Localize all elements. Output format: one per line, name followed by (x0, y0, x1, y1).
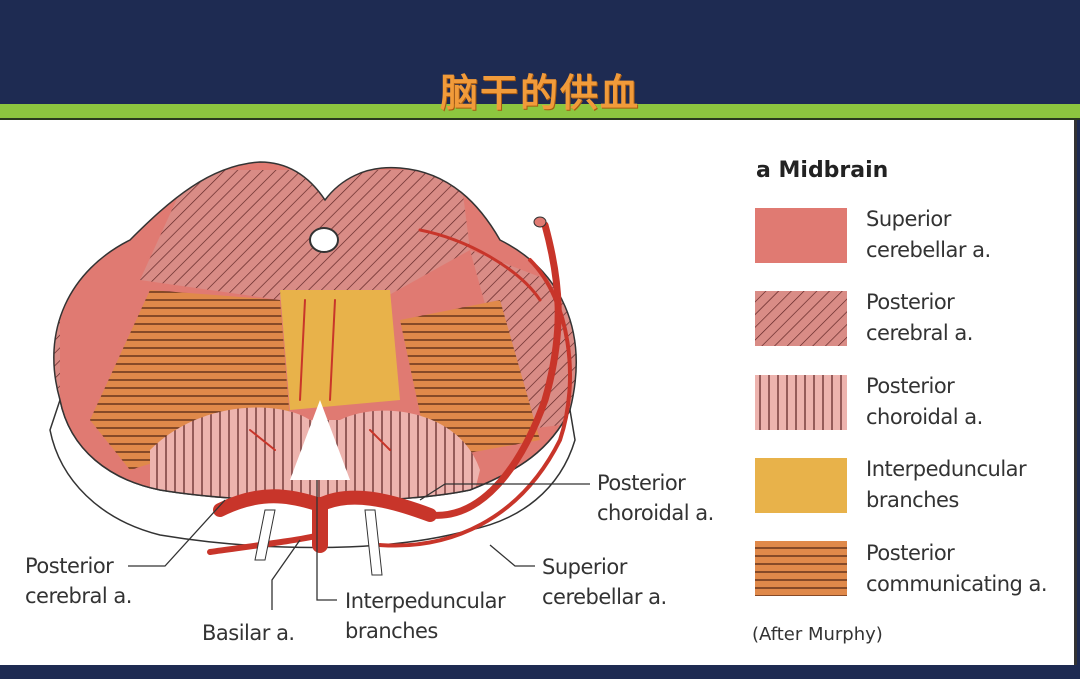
page-title: 脑干的供血 (439, 71, 640, 115)
arteries (207, 221, 572, 555)
cerebral-aqueduct (309, 227, 339, 253)
posterior-cerebral-region (140, 170, 470, 300)
legend-heading: a Midbrain (756, 158, 889, 183)
header-divider (0, 104, 1080, 120)
header-band (0, 0, 1080, 106)
posterior-communicating-region-right (400, 300, 540, 460)
leader-lines (128, 480, 590, 610)
credit: (After Murphy) (752, 624, 883, 645)
label-basilar: Basilar a. (202, 621, 295, 645)
interpeduncular-region (280, 290, 400, 410)
